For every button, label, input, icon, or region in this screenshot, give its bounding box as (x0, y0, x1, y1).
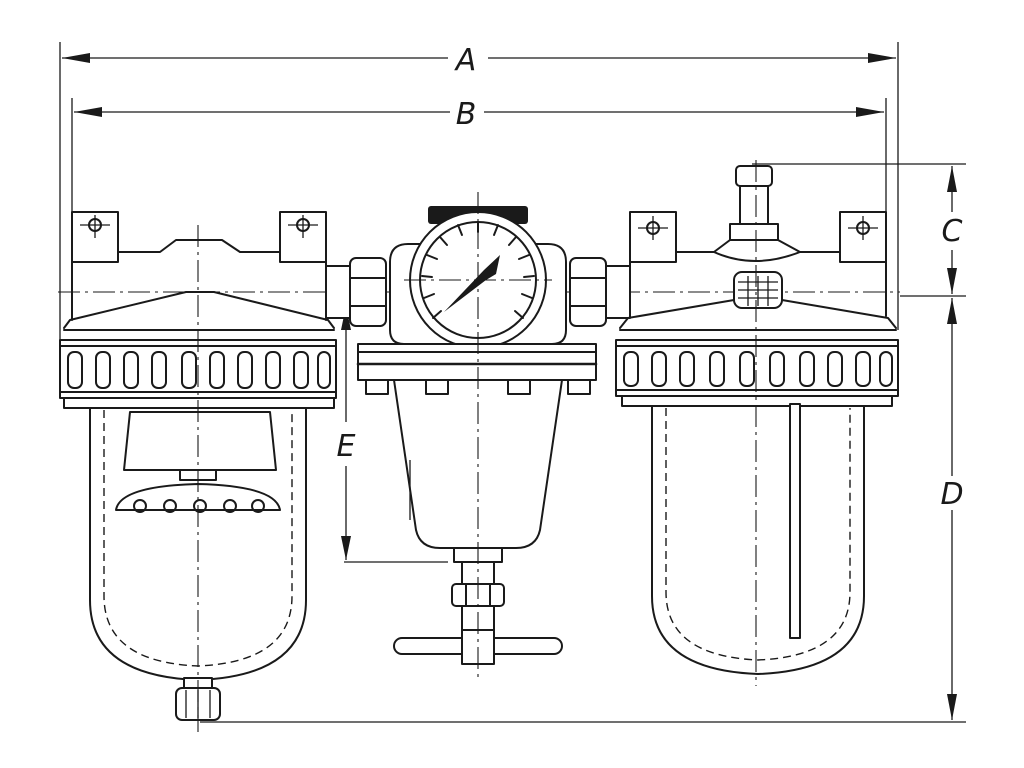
right-connector (569, 257, 631, 327)
dimension-c-label: C (942, 214, 963, 249)
left-connector-nut (349, 257, 387, 327)
right-connector-nut (569, 257, 607, 327)
dimension-e: E (337, 306, 448, 563)
dimension-b-label: B (456, 97, 477, 132)
regulator-unit (356, 192, 598, 680)
lubricator-bowl (651, 405, 865, 675)
dimension-a: A (59, 42, 899, 340)
pressure-gauge-needle (444, 255, 500, 312)
lubricator-fill-plug (735, 165, 773, 187)
lubricator-unit (615, 160, 899, 686)
left-connector (325, 257, 387, 327)
filter-element (123, 411, 277, 471)
dimension-d: D (200, 298, 966, 723)
pressure-gauge-ticks (421, 221, 535, 319)
lubricator-siphon-tube (789, 403, 801, 639)
regulator-flange (357, 343, 597, 381)
dimension-e-label: E (337, 429, 356, 464)
dimension-a-label: A (454, 43, 477, 78)
lubricator-bowl-ring (615, 339, 899, 397)
filter-unit (59, 211, 337, 732)
dimension-d-label: D (940, 477, 963, 512)
dimension-c: C (752, 163, 966, 297)
dimension-b: B (71, 97, 887, 212)
